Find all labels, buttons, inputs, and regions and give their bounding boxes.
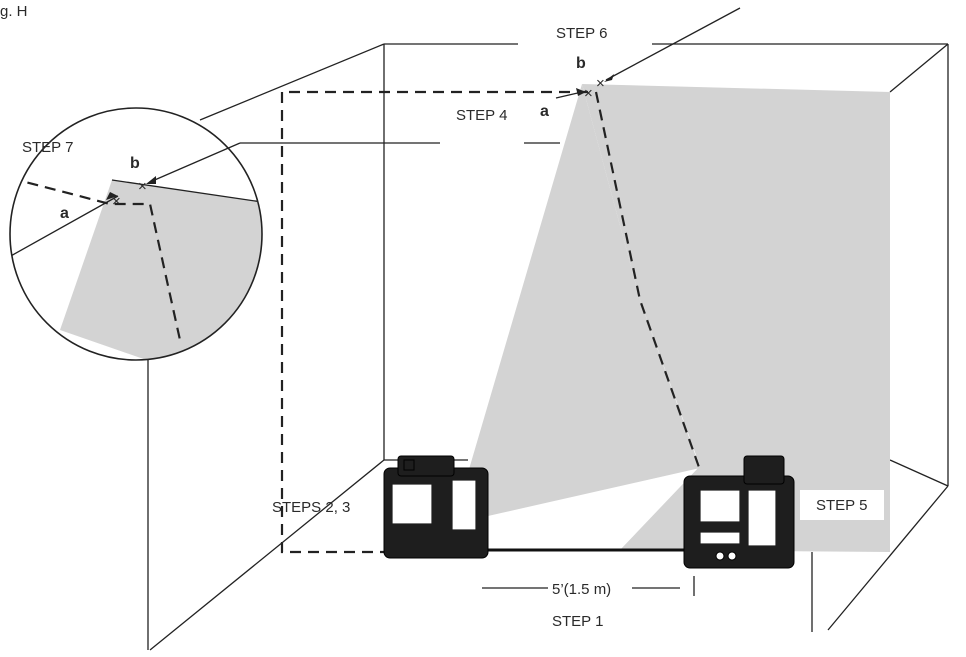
dimension-line xyxy=(482,576,695,596)
figure-label: g. H xyxy=(0,3,28,20)
laser-dashed-path xyxy=(280,90,702,554)
shaded-wall xyxy=(582,84,890,552)
laser-level-left xyxy=(383,455,489,559)
mark-b-top: b xyxy=(576,55,586,72)
mark-b-zoom: b xyxy=(130,155,140,172)
mark-a-zoom: a xyxy=(60,205,69,222)
top-marks: × × xyxy=(555,7,741,102)
mark-a-top: a xyxy=(540,103,549,120)
label-step5: STEP 5 xyxy=(816,497,867,514)
x-mark-a: × xyxy=(584,85,593,102)
label-step1: STEP 1 xyxy=(552,613,603,630)
label-steps23: STEPS 2, 3 xyxy=(272,499,350,516)
label-step4: STEP 4 xyxy=(456,107,507,124)
step5-label-bg xyxy=(800,490,884,520)
laser-fan xyxy=(460,84,700,516)
label-step7: STEP 7 xyxy=(22,139,73,156)
label-step6: STEP 6 xyxy=(556,25,607,42)
x-mark-b: × xyxy=(596,75,605,92)
laser-level-right xyxy=(683,455,795,569)
x-mark-a-zoom: × xyxy=(112,193,121,210)
label-distance: 5’(1.5 m) xyxy=(552,581,611,598)
x-mark-b-zoom: × xyxy=(138,178,147,195)
